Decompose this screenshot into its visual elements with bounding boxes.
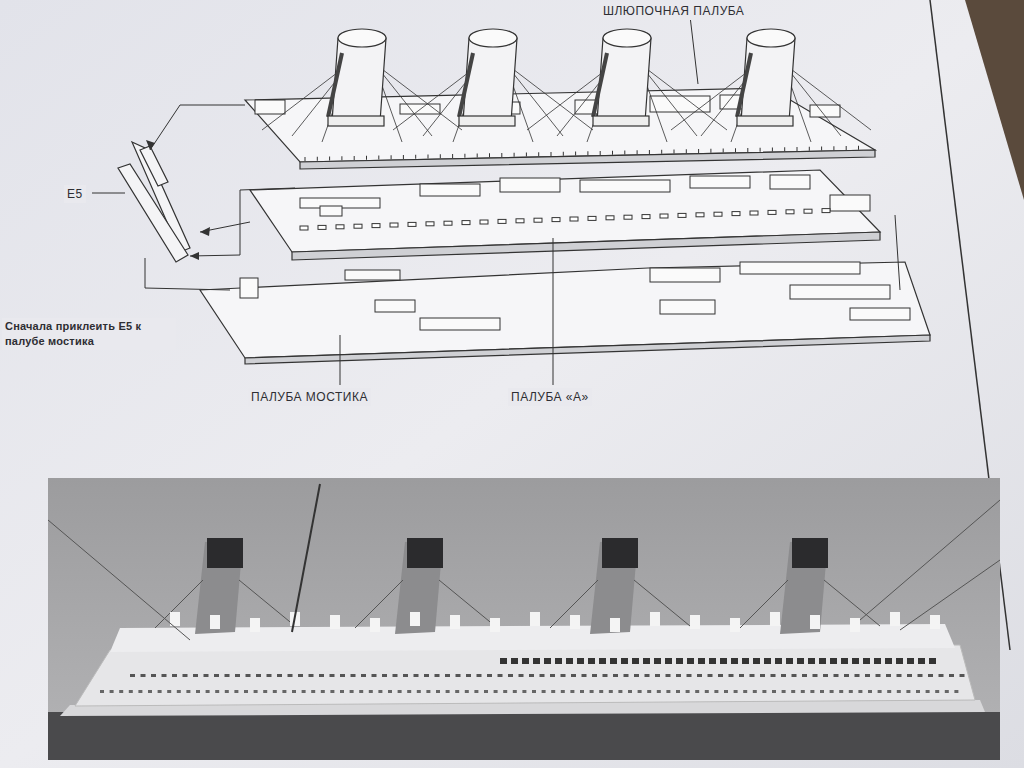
deck-label: ШЛЮПОЧНАЯ ПАЛУБА — [600, 2, 747, 20]
deck-label: ПАЛУБА МОСТИКА — [248, 388, 371, 406]
deck-label: ПАЛУБА «А» — [508, 388, 592, 406]
assembly-note: Сначала приклеить E5 к палубе мостика — [2, 318, 176, 350]
part-label: E5 — [64, 185, 86, 203]
